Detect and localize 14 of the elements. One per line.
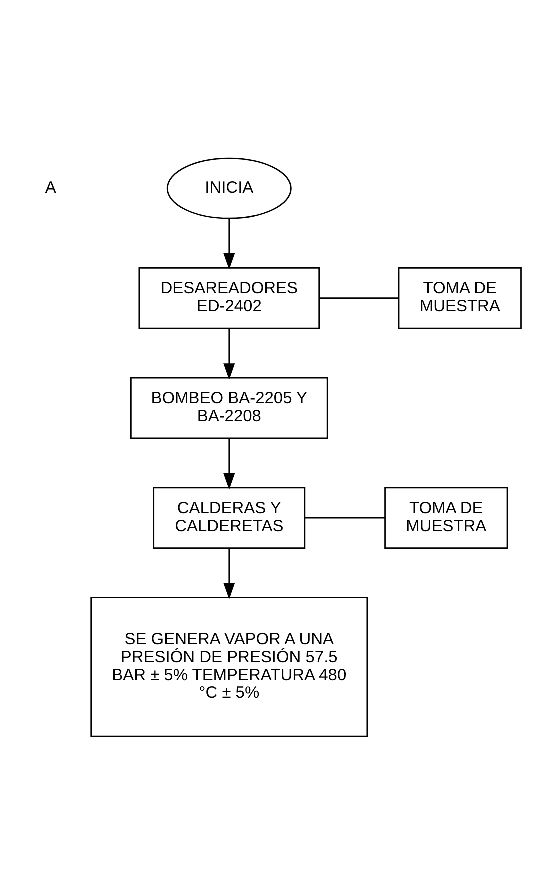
connector <box>320 297 399 299</box>
node-box: DESAREADORES ED-2402 <box>138 266 320 329</box>
arrow <box>224 438 236 490</box>
label: A <box>45 178 56 196</box>
connector <box>305 516 386 518</box>
node-ellipse: INICIA <box>166 157 292 219</box>
node-box: SE GENERA VAPOR A UNA PRESIÓN DE PRESIÓN 57.5 BAR ± 5% TEMPERATURA 480 °C ± 5% <box>90 596 368 737</box>
arrow <box>224 218 236 270</box>
node-box: CALDERAS Y CALDERETAS <box>153 486 306 549</box>
arrow <box>224 328 236 380</box>
node-box: TOMA DE MUESTRA <box>384 486 508 549</box>
node-box: TOMA DE MUESTRA <box>398 266 522 329</box>
arrow <box>224 548 236 600</box>
node-box: BOMBEO BA-2205 Y BA-2208 <box>130 376 328 439</box>
